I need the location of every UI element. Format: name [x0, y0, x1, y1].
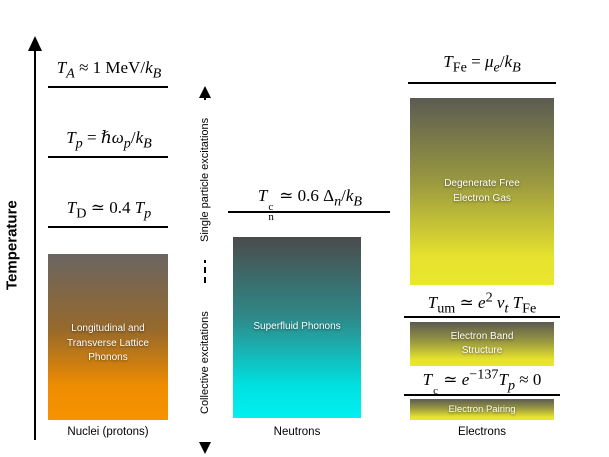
electron-band-structure-box: Electron Band Structure [410, 322, 554, 366]
superfluid-phonons-box: Superfluid Phonons [233, 237, 361, 418]
electrons-underline-tum [404, 316, 560, 318]
electrons-underline-te [404, 394, 560, 396]
footer-neutrons-label: Neutrons [273, 426, 321, 438]
temperature-axis-label: Temperature [1, 150, 23, 340]
electrons-formula-tum: Tum ≃ e2 νt TFe [427, 289, 537, 317]
excitation-axis-arrow-down-icon [199, 442, 211, 454]
nuclei-formula-tp: Tp = ℏωp/kB [66, 128, 152, 152]
nuclei-level-line-td [48, 226, 168, 228]
superfluid-phonons-label: Superfluid Phonons [253, 321, 341, 333]
electron-band-structure-label: Electron Band Structure [450, 330, 514, 357]
nuclei-formula-ta: TA ≈ 1 MeV/kB [56, 58, 162, 82]
temperature-axis-arrow-up-icon [28, 36, 42, 51]
excitation-axis-arrow-up-icon [199, 86, 211, 98]
neutrons-level-line-tn [228, 211, 390, 213]
electron-pairing-box: Electron Pairing [410, 399, 554, 420]
lattice-phonons-label: Longitudinal and Transverse Lattice Phon… [67, 323, 149, 364]
single-particle-excitations-label: Single particle excitations [196, 100, 214, 260]
electrons-underline-tfe [408, 82, 556, 84]
excitation-axis-dashed-line [204, 97, 206, 443]
collective-excitations-label: Collective excitations [196, 284, 214, 442]
lattice-phonons-box: Longitudinal and Transverse Lattice Phon… [48, 254, 168, 420]
footer-nuclei-label: Nuclei (protons) [67, 426, 149, 438]
nuclei-level-line-ta [48, 86, 168, 88]
degenerate-electron-gas-box: Degenerate Free Electron Gas [410, 98, 554, 285]
degenerate-electron-gas-label: Degenerate Free Electron Gas [444, 178, 520, 204]
nuclei-level-line-tp [48, 156, 168, 158]
temperature-axis-line [34, 50, 36, 440]
nuclei-formula-td: TD ≃ 0.4 Tp [66, 198, 152, 222]
electron-pairing-label: Electron Pairing [448, 403, 516, 415]
electrons-formula-tfe: TFe = μe/kB [443, 52, 521, 76]
footer-electrons-label: Electrons [458, 426, 506, 438]
